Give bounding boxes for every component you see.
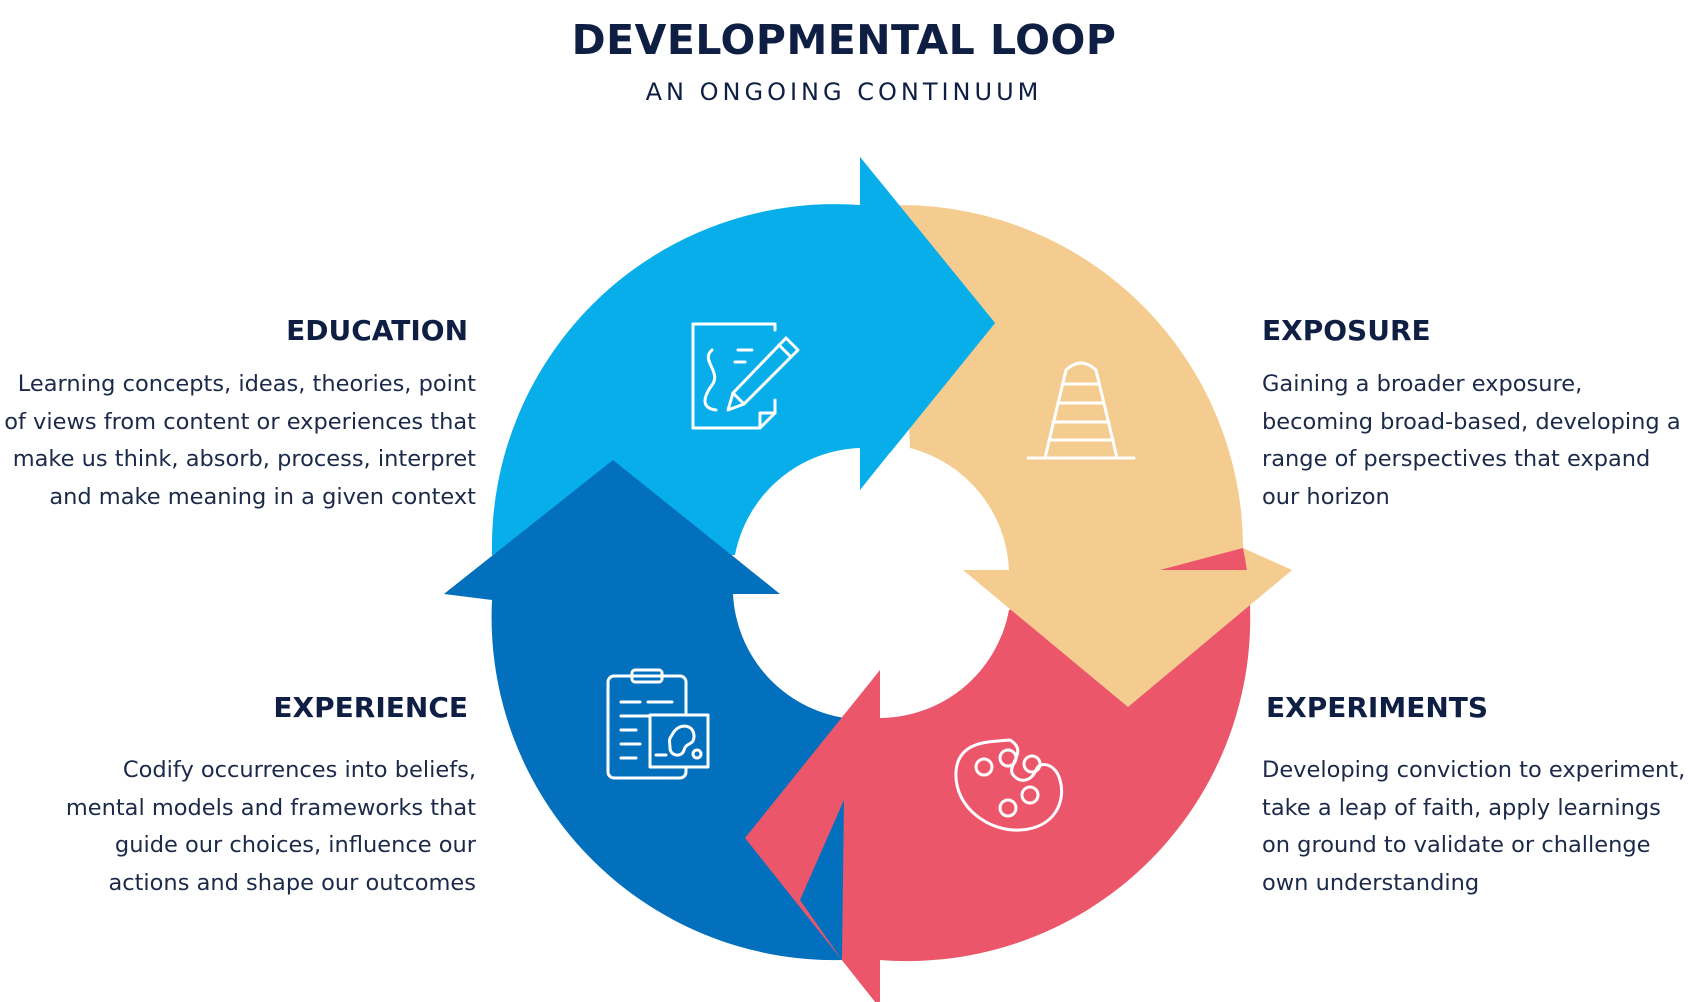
document-pencil-icon bbox=[691, 322, 800, 430]
loop-center bbox=[738, 451, 1002, 715]
exposure-line: becoming broad-based, developing a bbox=[1262, 408, 1681, 435]
experiments-line: take a leap of faith, apply learnings bbox=[1262, 794, 1661, 821]
exposure-line: range of perspectives that expand bbox=[1262, 446, 1651, 472]
experiments-description: Developing conviction to experiment, tak… bbox=[1262, 752, 1685, 902]
experiments-line: Developing conviction to experiment, bbox=[1262, 757, 1686, 783]
exposure-heading: EXPOSURE bbox=[1262, 314, 1431, 347]
education-line: and make meaning in a given context bbox=[49, 483, 476, 510]
education-line: of views from content or experiences tha… bbox=[4, 408, 476, 435]
education-arrowhead bbox=[860, 157, 995, 490]
page-subtitle: AN ONGOING CONTINUUM bbox=[645, 78, 1043, 106]
exposure-line: Gaining a broader exposure, bbox=[1262, 371, 1583, 397]
experience-line: mental models and frameworks that bbox=[65, 794, 476, 821]
experience-arrowhead bbox=[444, 460, 780, 594]
experiments-line: own understanding bbox=[1262, 869, 1480, 896]
clipboard-image-icon bbox=[606, 668, 710, 780]
education-line: Learning concepts, ideas, theories, poin… bbox=[17, 371, 476, 397]
experience-line: guide our choices, influence our bbox=[114, 832, 476, 858]
paint-palette-icon bbox=[954, 738, 1064, 832]
traffic-cone-icon bbox=[1026, 361, 1136, 460]
education-line: make us think, absorb, process, interpre… bbox=[12, 446, 476, 472]
exposure-arrowhead bbox=[963, 570, 1292, 707]
experiments-heading: EXPERIMENTS bbox=[1266, 691, 1489, 724]
education-heading: EDUCATION bbox=[286, 314, 468, 347]
experience-description: Codify occurrences into beliefs, mental … bbox=[66, 752, 476, 902]
exposure-line: our horizon bbox=[1262, 483, 1390, 510]
exposure-description: Gaining a broader exposure, becoming bro… bbox=[1262, 366, 1681, 516]
experience-heading: EXPERIENCE bbox=[273, 691, 468, 724]
experiments-line: on ground to validate or challenge bbox=[1262, 832, 1651, 858]
education-description: Learning concepts, ideas, theories, poin… bbox=[4, 366, 476, 516]
experience-line: Codify occurrences into beliefs, bbox=[122, 757, 476, 783]
experiments-arrowhead bbox=[745, 670, 880, 1002]
page-title: DEVELOPMENTAL LOOP bbox=[571, 16, 1117, 64]
experience-line: actions and shape our outcomes bbox=[108, 869, 476, 896]
